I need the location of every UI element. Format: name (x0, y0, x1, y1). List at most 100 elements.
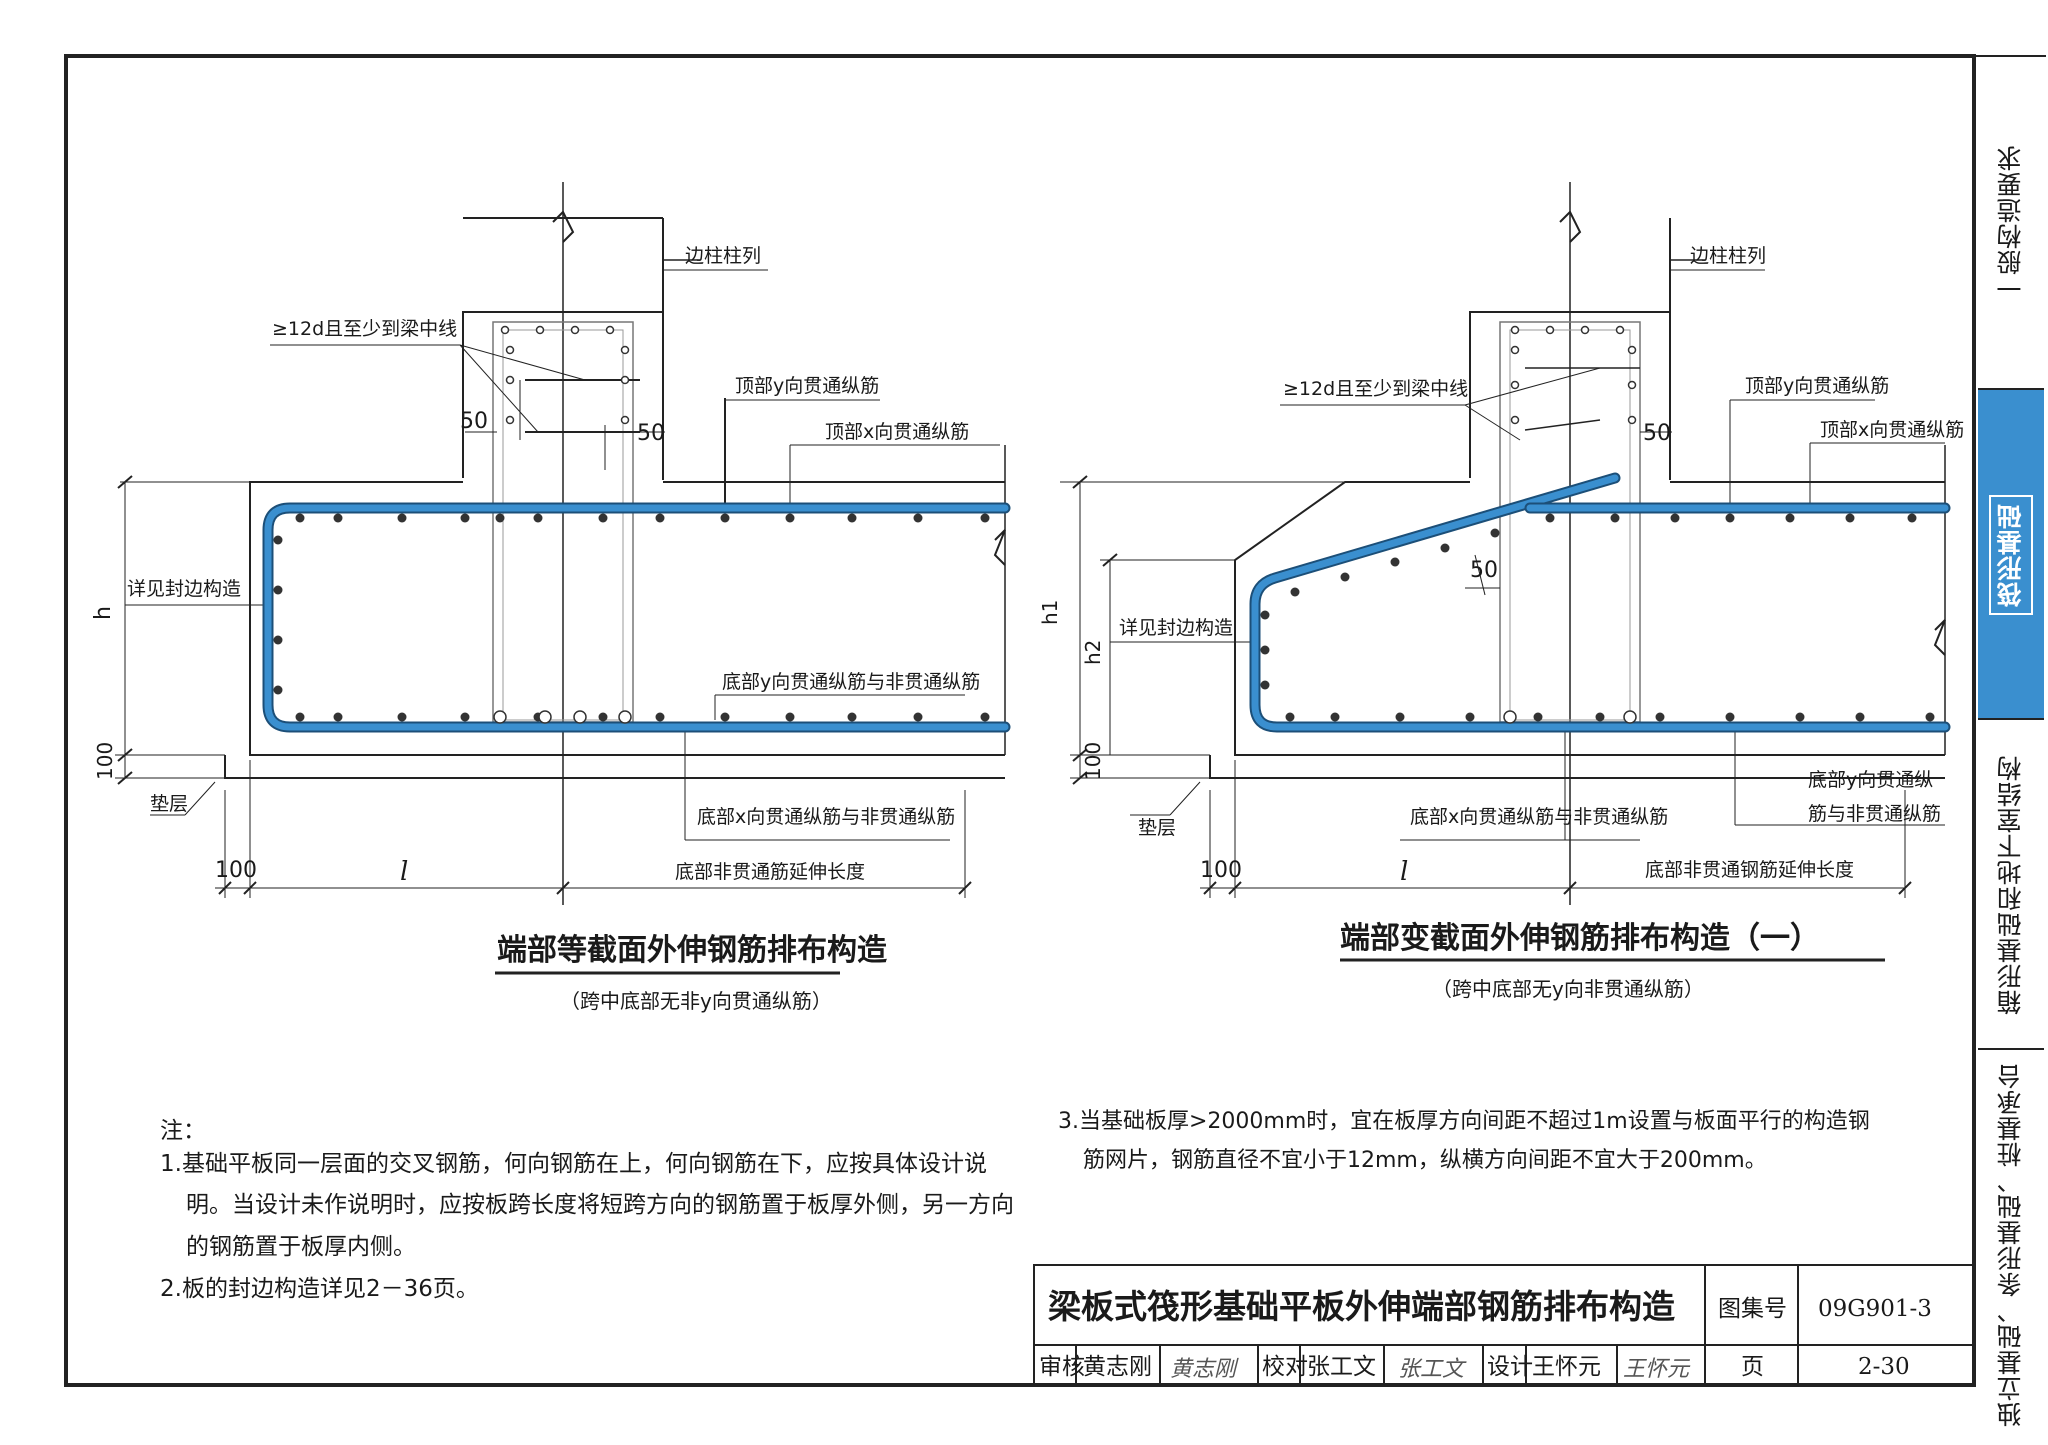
rebar-section-dot (847, 712, 857, 722)
left-l-label: l (400, 857, 408, 887)
rebar-section-dot (1545, 513, 1555, 523)
rebar-section-dot (1260, 680, 1270, 690)
checker-name: 张工文 (1307, 1354, 1376, 1380)
rebar-section-dot (273, 535, 283, 545)
rebar-section-dot (295, 712, 305, 722)
rebar-section-dot (397, 513, 407, 523)
rebar-section-dot (1785, 513, 1795, 523)
right-detail (1060, 182, 1946, 905)
right-bottom-y-label-2: 筋与非贯通纵筋 (1808, 803, 1941, 825)
left-top-y-label: 顶部y向贯通纵筋 (735, 375, 879, 397)
rebar-section-dot (1290, 587, 1300, 597)
rebar-section-dot (1925, 712, 1935, 722)
rebar-section-dot (1503, 710, 1517, 724)
left-bottom-x-label: 底部x向贯通纵筋与非贯通纵筋 (697, 806, 955, 828)
rebar-section-dot (1615, 325, 1625, 335)
side-tab-box[interactable]: 箱形基础和地下室结构 (1978, 718, 2044, 1050)
rebar-section-dot (573, 710, 587, 724)
reviewer-signature: 黄志刚 (1170, 1357, 1239, 1382)
left-dim-50-right: 50 (637, 421, 665, 446)
rebar-section-dot (1795, 712, 1805, 722)
right-bottom-x-label: 底部x向贯通纵筋与非贯通纵筋 (1410, 806, 1668, 828)
note-1-line-3: 的钢筋置于板厚内侧。 (186, 1234, 416, 1260)
right-dim-50-mid: 50 (1470, 558, 1498, 583)
rebar-section-dot (1510, 380, 1520, 390)
sheet-frame (64, 54, 1976, 1387)
rebar-section-dot (460, 513, 470, 523)
rebar-section-dot (1330, 712, 1340, 722)
rebar-section-dot (1390, 557, 1400, 567)
rebar-section-dot (1725, 712, 1735, 722)
side-tab-box-label: 箱形基础和地下室结构 (1996, 755, 2025, 1015)
designer-name: 王怀元 (1532, 1354, 1601, 1380)
rebar-section-dot (397, 712, 407, 722)
rebar-section-dot (1627, 380, 1637, 390)
left-top-x-label: 顶部x向贯通纵筋 (825, 421, 969, 443)
right-rebar-main (1249, 472, 1951, 733)
right-dim-100-bottom: 100 (1200, 858, 1242, 883)
right-anchor-label: ≥12d且至少到梁中线 (1283, 378, 1468, 400)
rebar-section-dot (495, 513, 505, 523)
right-subtitle: （跨中底部无y向非贯通纵筋） (1432, 977, 1704, 1001)
page-number: 2-30 (1858, 1354, 1910, 1380)
rebar-section-dot (1510, 415, 1520, 425)
designer-signature: 王怀元 (1623, 1357, 1691, 1382)
note-3-line-2: 筋网片，钢筋直径不宜小于12mm，纵横方向间距不宜大于200mm。 (1083, 1148, 1767, 1173)
rebar-section-dot (460, 712, 470, 722)
right-top-x-label: 顶部x向贯通纵筋 (1820, 419, 1964, 441)
atlas-number: 09G901-3 (1818, 1296, 1932, 1322)
rebar-section-dot (980, 513, 990, 523)
rebar-section-dot (538, 710, 552, 724)
side-tab-general[interactable]: 一般构造要求 (1978, 58, 2044, 388)
rebar-section-dot (1285, 712, 1295, 722)
rebar-section-dot (618, 710, 632, 724)
rebar-section-dot (913, 513, 923, 523)
left-bottom-y-label: 底部y向贯通纵筋与非贯通纵筋 (722, 671, 980, 693)
rebar-section-dot (1725, 513, 1735, 523)
checker-signature: 张工文 (1398, 1357, 1467, 1382)
rebar-section-dot (505, 375, 515, 385)
left-subtitle: （跨中底部无非y向贯通纵筋） (560, 989, 832, 1013)
design-label: 设计 (1487, 1354, 1533, 1380)
rebar-section-dot (847, 513, 857, 523)
review-label: 审核 (1039, 1354, 1085, 1380)
rebar-section-dot (1260, 645, 1270, 655)
rebar-section-dot (1580, 325, 1590, 335)
note-1-line-1: 1.基础平板同一层面的交叉钢筋，何向钢筋在上，何向钢筋在下，应按具体设计说 (160, 1151, 987, 1177)
right-column-label: 边柱柱列 (1690, 245, 1766, 267)
right-h1-label: h1 (1038, 600, 1062, 625)
rebar-section-dot (598, 513, 608, 523)
rebar-section-dot (570, 325, 580, 335)
note-2: 2.板的封边构造详见2－36页。 (160, 1276, 479, 1302)
rebar-section-dot (333, 712, 343, 722)
rebar-section-dot (493, 710, 507, 724)
right-h2-label: h2 (1081, 640, 1105, 665)
side-tab-isolated[interactable]: 独立基础、条形基础、桩基承台 (1978, 1048, 2044, 1440)
rebar-section-dot (1595, 712, 1605, 722)
rebar-section-dot (605, 325, 615, 335)
rebar-section-dot (1395, 712, 1405, 722)
atlas-label: 图集号 (1718, 1296, 1787, 1322)
rebar-section-dot (720, 513, 730, 523)
page-label: 页 (1741, 1354, 1764, 1380)
side-tab-raft[interactable]: 筏形基础 (1978, 388, 2044, 720)
right-edge-label: 详见封边构造 (1119, 617, 1233, 639)
rebar-section-dot (620, 415, 630, 425)
rebar-section-dot (1465, 712, 1475, 722)
side-tab-raft-label: 筏形基础 (1989, 495, 2033, 615)
title-block (1033, 1264, 1975, 1386)
rebar-section-dot (1340, 572, 1350, 582)
rebar-section-dot (1440, 543, 1450, 553)
left-dim-100-bottom: 100 (215, 858, 257, 883)
left-anchor-label: ≥12d且至少到梁中线 (272, 318, 457, 340)
rebar-section-dot (273, 585, 283, 595)
left-title: 端部等截面外伸钢筋排布构造 (497, 933, 887, 968)
rebar-section-dot (720, 712, 730, 722)
rebar-section-dot (535, 325, 545, 335)
rebar-section-dot (1855, 712, 1865, 722)
right-bottom-y-label: 底部y向贯通纵 (1808, 769, 1933, 791)
right-cushion-label: 垫层 (1138, 817, 1176, 839)
right-rebar-dots (1260, 325, 1935, 724)
side-tab-isolated-label: 独立基础、条形基础、桩基承台 (1996, 1063, 2025, 1427)
